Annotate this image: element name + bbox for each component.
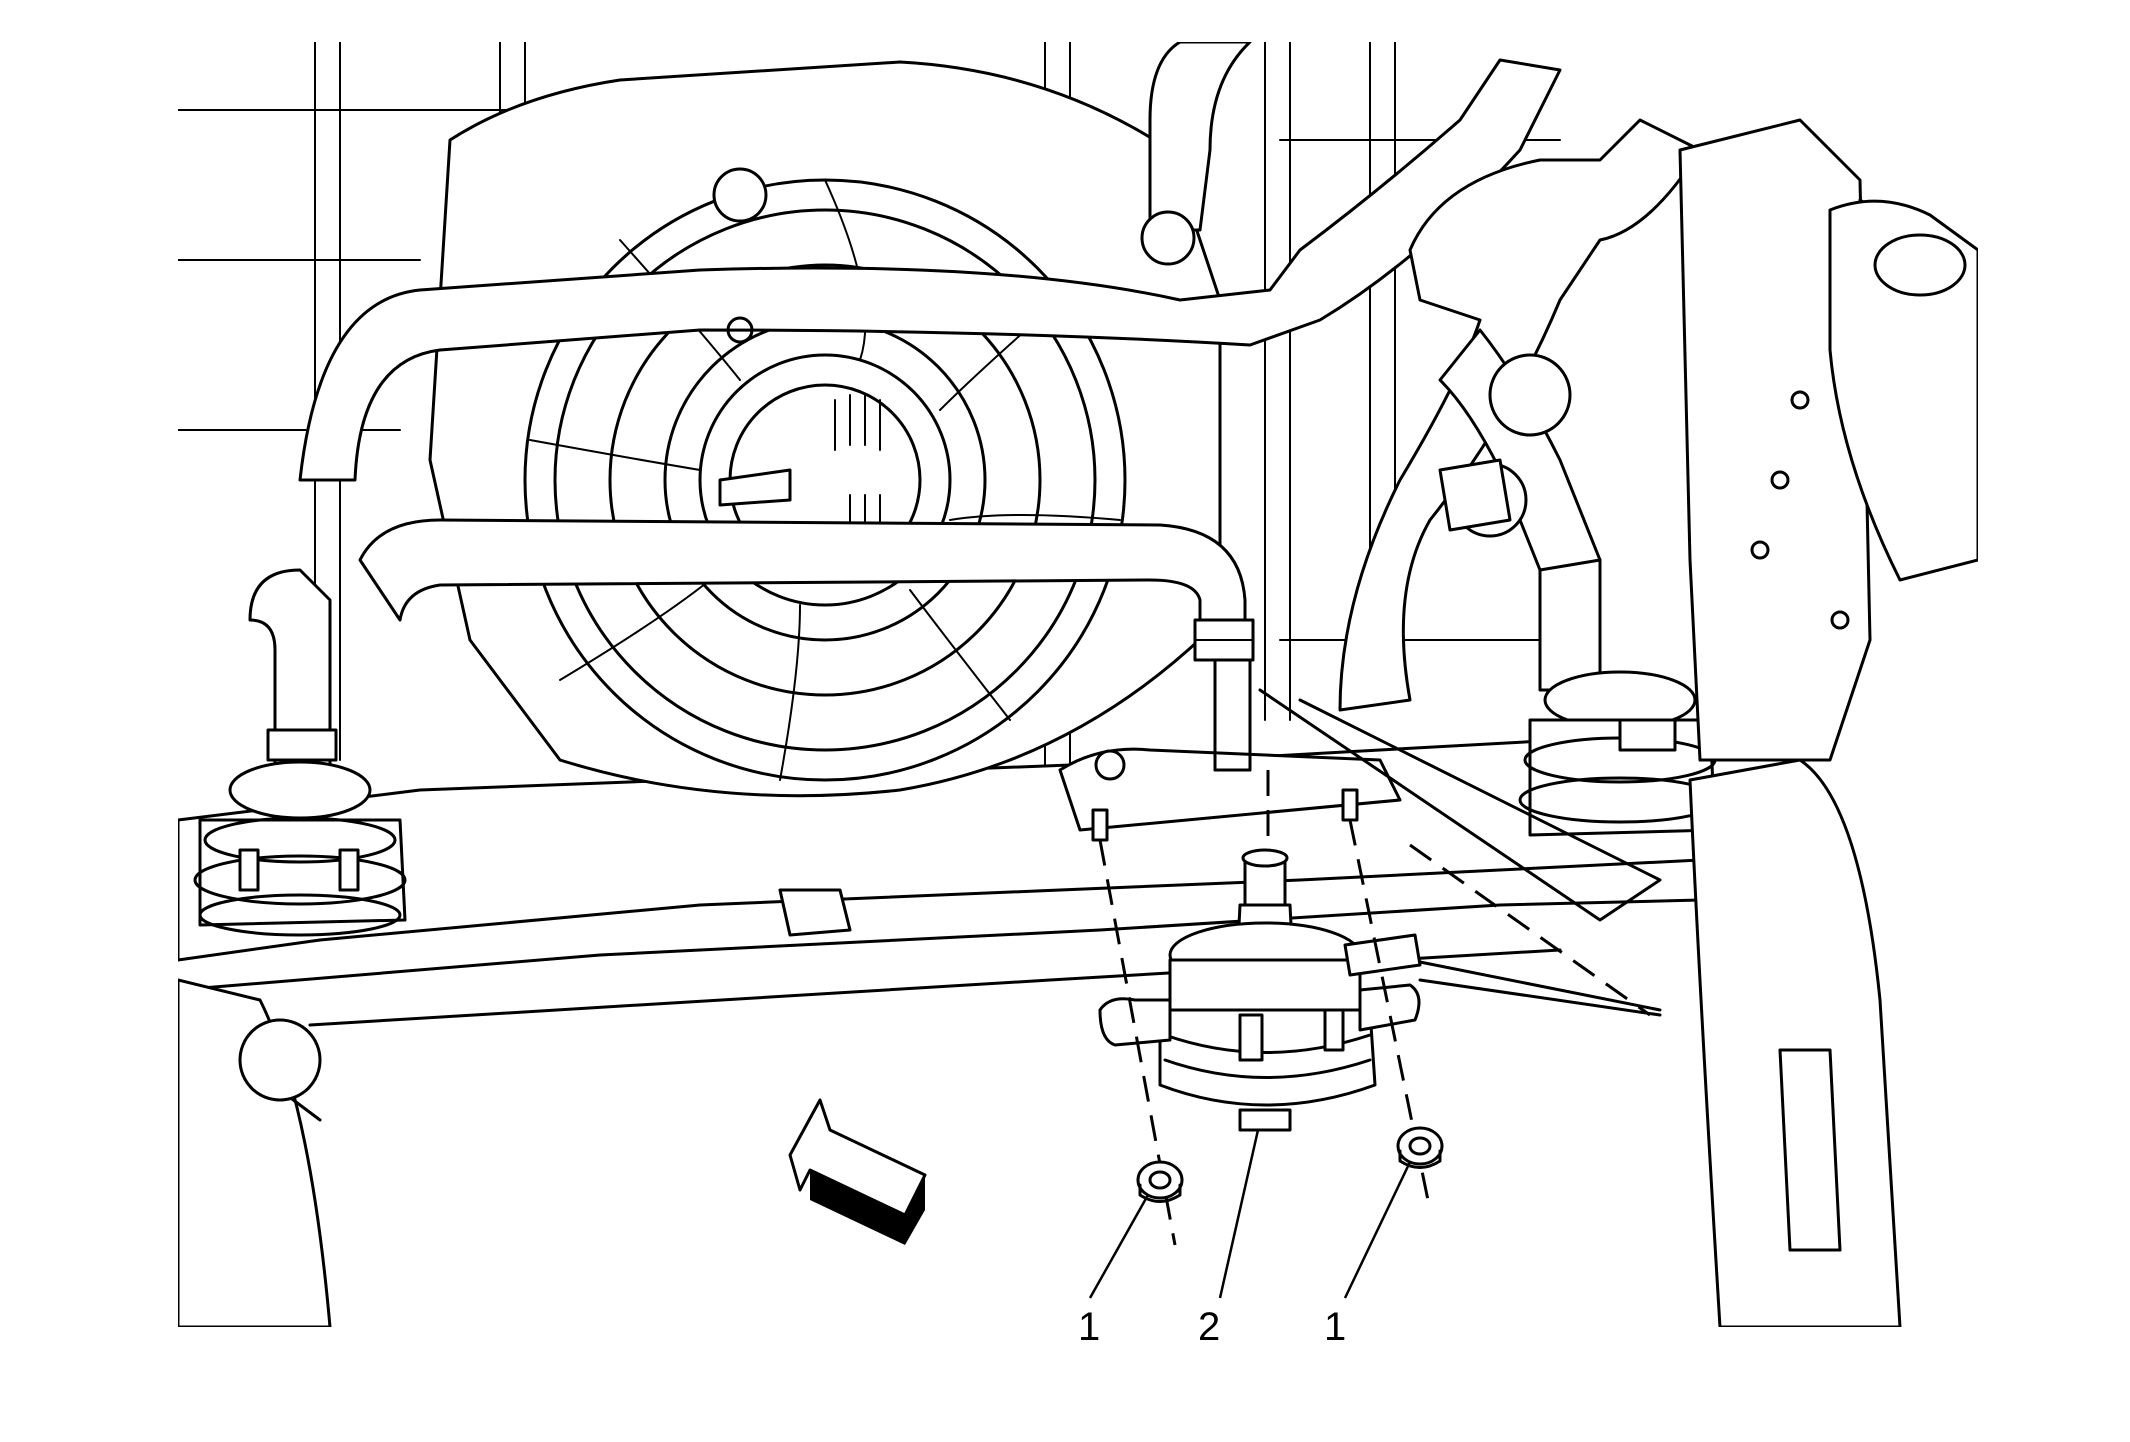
left-auxiliary-pump bbox=[193, 760, 407, 937]
right-auxiliary-pump bbox=[1518, 558, 1722, 837]
alignment-line-outlet bbox=[1409, 843, 1651, 1017]
callout-label-1-right: 1 bbox=[1324, 1305, 1346, 1349]
coolant-hose-to-pump bbox=[358, 518, 1247, 642]
leader-line-2 bbox=[1218, 1129, 1260, 1299]
right-frame-rail bbox=[1678, 118, 1872, 762]
leader-line-1-left bbox=[1088, 1194, 1150, 1299]
leader-line-1-right bbox=[1343, 1161, 1412, 1299]
mounting-stud-right bbox=[1341, 788, 1359, 822]
left-pump-hose bbox=[248, 568, 332, 782]
pump-mounting-bracket bbox=[1058, 747, 1402, 842]
upper-coolant-hose bbox=[298, 58, 1562, 482]
cooling-fan-assembly bbox=[428, 60, 1222, 798]
right-coolant-hoses bbox=[1338, 118, 1702, 712]
nut-left bbox=[1136, 1160, 1184, 1203]
vehicle-front-structure bbox=[178, 42, 1978, 1327]
nut-right bbox=[1396, 1126, 1444, 1169]
callout-label-2: 2 bbox=[1198, 1305, 1220, 1349]
front-direction-arrow-icon bbox=[788, 1098, 927, 1245]
auxiliary-coolant-pump bbox=[1098, 848, 1422, 1132]
callout-label-1-left: 1 bbox=[1078, 1305, 1100, 1349]
mounting-stud-left bbox=[1091, 808, 1109, 842]
